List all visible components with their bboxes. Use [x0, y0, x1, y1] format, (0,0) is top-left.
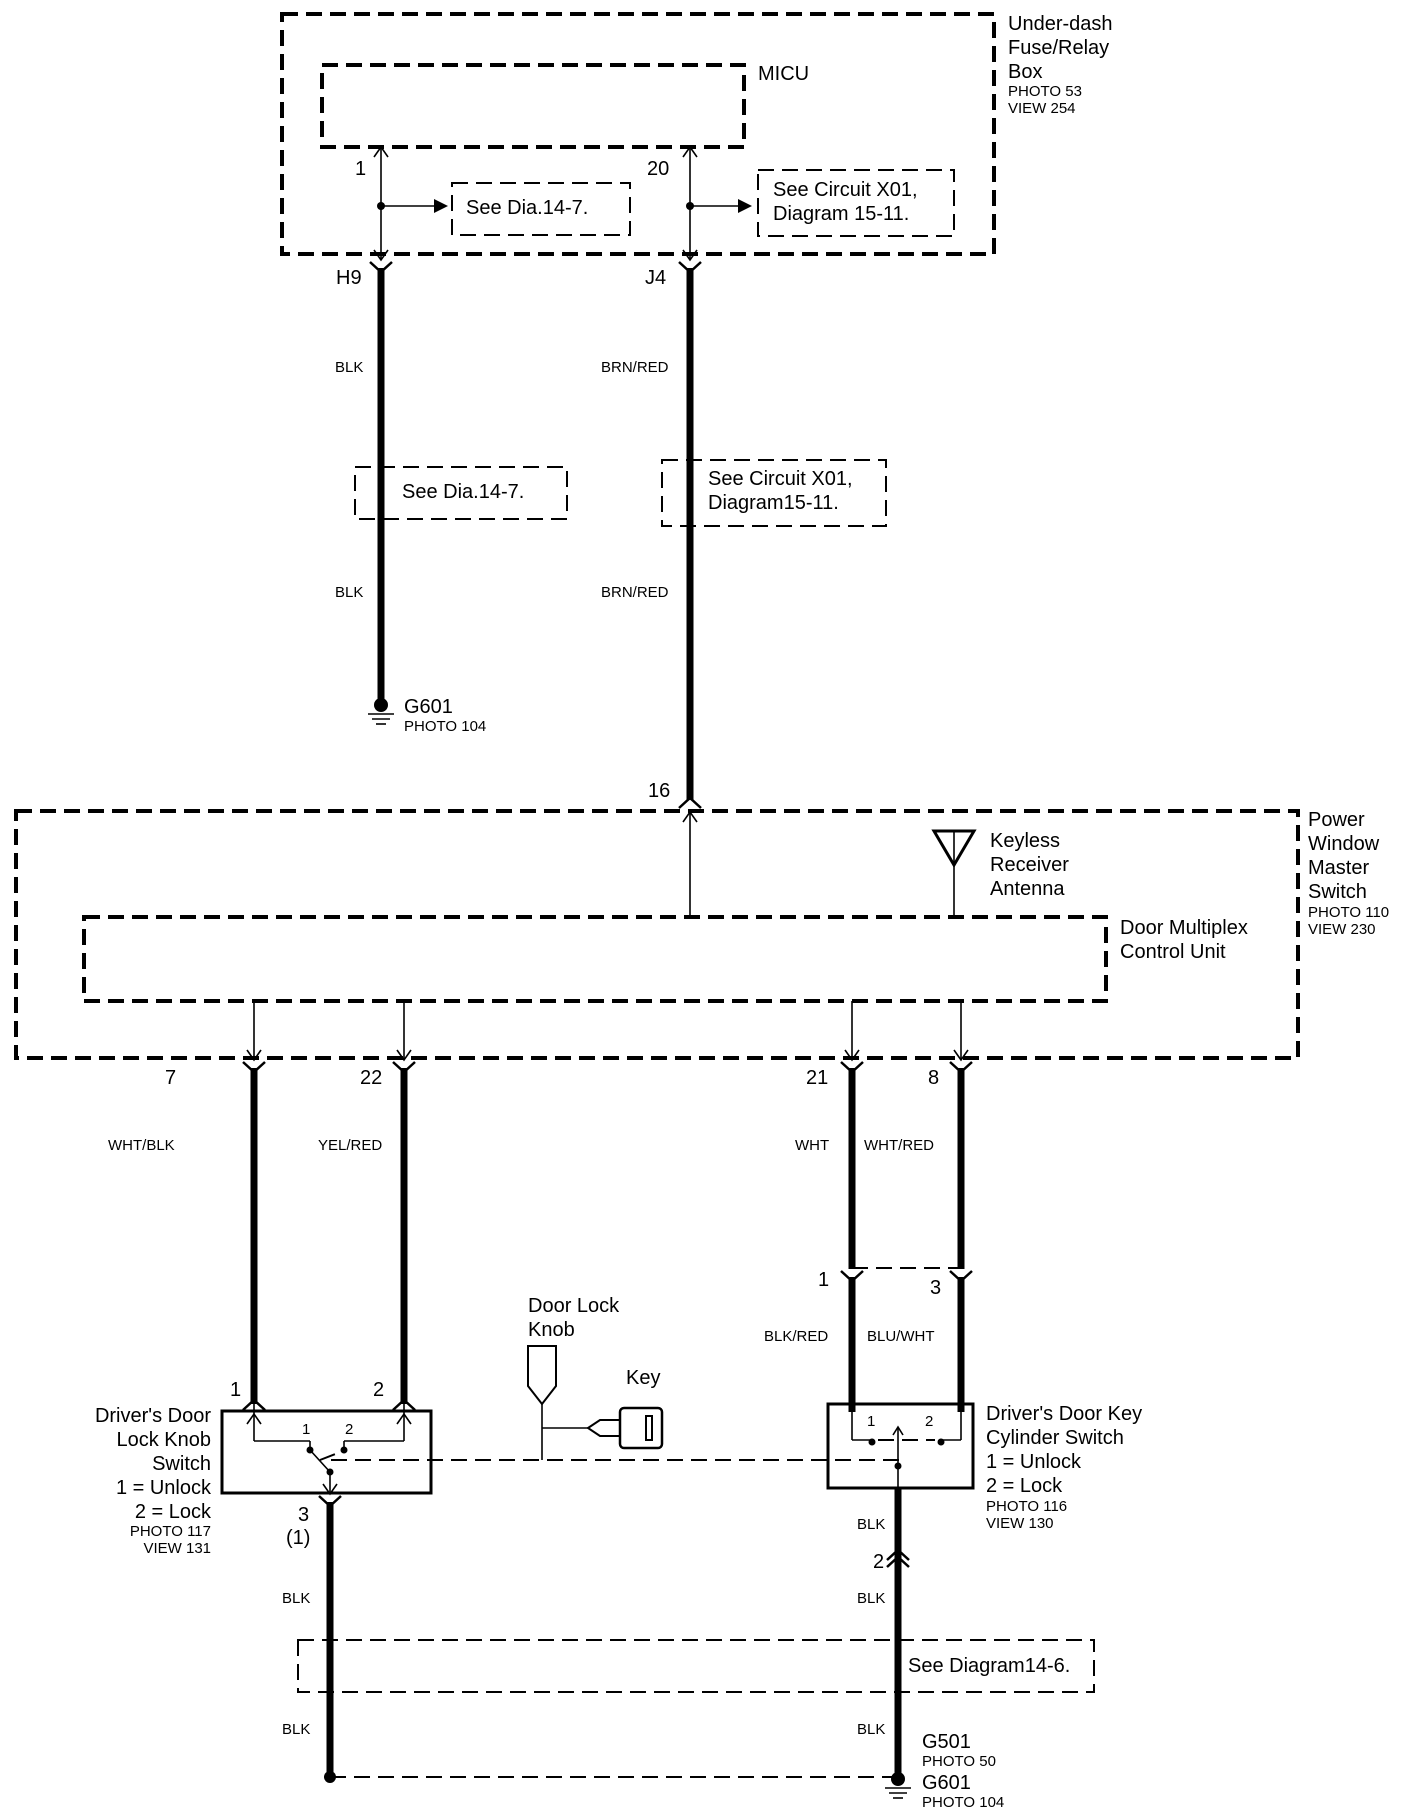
- ref-micu-right: [757, 169, 955, 237]
- key-switch-view: VIEW 130: [986, 1515, 1054, 1532]
- wire-color-blk-key-switch: BLK: [857, 1516, 885, 1533]
- knob-switch-label-4: 1 = Unlock: [116, 1477, 212, 1499]
- pin-key-3: 3: [930, 1277, 941, 1299]
- knob-switch-label-2: Lock Knob: [116, 1429, 211, 1451]
- pwms-photo: PHOTO 110: [1308, 904, 1389, 921]
- ref-bottom: [297, 1639, 1095, 1693]
- conn-h9: H9: [336, 267, 362, 289]
- under-dash-label-2: Fuse/Relay: [1008, 37, 1109, 59]
- wire-color-blk-right-1: BLK: [857, 1590, 885, 1607]
- key-switch-label-1: Driver's Door Key: [986, 1403, 1142, 1425]
- key-switch-photo: PHOTO 116: [986, 1498, 1067, 1515]
- wire-color-brnred-lower: BRN/RED: [601, 584, 669, 601]
- knob-inner-1: 1: [302, 1421, 310, 1438]
- ref-mid-left-text: See Dia.14-7.: [402, 481, 524, 503]
- pin-key-1: 1: [818, 1269, 829, 1291]
- wire-color-whtblk: WHT/BLK: [108, 1137, 175, 1154]
- wire-color-blk-left-2: BLK: [282, 1721, 310, 1738]
- pin-pwms-7: 7: [165, 1067, 176, 1089]
- ref-mid-left: [354, 466, 568, 520]
- pin-key-2-bottom: 2: [873, 1551, 884, 1573]
- micu-box: [320, 63, 746, 149]
- power-window-master-switch: [14, 809, 1300, 1060]
- key-switch-label-3: 1 = Unlock: [986, 1451, 1082, 1473]
- keyless-label-3: Antenna: [990, 878, 1065, 900]
- pwms-label-2: Window: [1308, 833, 1380, 855]
- ground-g601-bottom-photo: PHOTO 104: [922, 1794, 1004, 1811]
- ref-bottom-text: See Diagram14-6.: [908, 1655, 1070, 1677]
- key-label: Key: [626, 1367, 660, 1389]
- wire-color-wht: WHT: [795, 1137, 829, 1154]
- pwms-view: VIEW 230: [1308, 921, 1376, 938]
- under-dash-view: VIEW 254: [1008, 100, 1076, 117]
- wire-color-brnred-upper: BRN/RED: [601, 359, 669, 376]
- ref-micu-right-text-2: Diagram 15-11.: [773, 203, 909, 225]
- door-lock-knob-label-2: Knob: [528, 1319, 575, 1341]
- pin-knob-1: 1: [230, 1379, 241, 1401]
- knob-inner-2: 2: [345, 1421, 353, 1438]
- knob-switch-label-1: Driver's Door: [95, 1405, 211, 1427]
- ground-g501-photo: PHOTO 50: [922, 1753, 996, 1770]
- pin-micu-1: 1: [355, 158, 366, 180]
- wire-color-whtred: WHT/RED: [864, 1137, 934, 1154]
- pin-pwms-16: 16: [648, 780, 670, 802]
- pin-pwms-8: 8: [928, 1067, 939, 1089]
- wire-color-blk-left-1: BLK: [282, 1590, 310, 1607]
- key-icon: [618, 1406, 664, 1450]
- driver-door-key-cylinder-switch: [826, 1402, 975, 1490]
- key-switch-label-2: Cylinder Switch: [986, 1427, 1124, 1449]
- ref-mid-right-text-2: Diagram15-11.: [708, 492, 839, 514]
- ground-g601-top-photo: PHOTO 104: [404, 718, 486, 735]
- dmcu-label-2: Control Unit: [1120, 941, 1226, 963]
- knob-switch-label-5: 2 = Lock: [135, 1501, 212, 1523]
- pin-pwms-22: 22: [360, 1067, 382, 1089]
- under-dash-label-1: Under-dash: [1008, 13, 1113, 35]
- knob-switch-photo: PHOTO 117: [130, 1523, 211, 1540]
- wire-color-blk-lower: BLK: [335, 584, 363, 601]
- micu-label: MICU: [758, 63, 809, 85]
- pin-knob-3-alt: (1): [286, 1527, 310, 1549]
- ref-mid-right-text-1: See Circuit X01,: [708, 468, 853, 490]
- wire-color-yelred: YEL/RED: [318, 1137, 382, 1154]
- under-dash-label-3: Box: [1008, 61, 1042, 83]
- ground-g501: G501: [922, 1731, 971, 1753]
- key-inner-1: 1: [867, 1413, 875, 1430]
- key-inner-2: 2: [925, 1413, 933, 1430]
- dmcu-label-1: Door Multiplex: [1120, 917, 1248, 939]
- conn-j4: J4: [645, 267, 666, 289]
- pwms-label-3: Master: [1308, 857, 1369, 879]
- pin-knob-3: 3: [298, 1504, 309, 1526]
- driver-door-lock-knob-switch: [220, 1409, 433, 1495]
- pin-pwms-21: 21: [806, 1067, 828, 1089]
- pwms-label-4: Switch: [1308, 881, 1367, 903]
- dmcu-outputs: [246, 1001, 969, 1062]
- pwms-label-1: Power: [1308, 809, 1365, 831]
- wire-color-blk-upper: BLK: [335, 359, 363, 376]
- wire-color-blk-right-2: BLK: [857, 1721, 885, 1738]
- keyless-label-2: Receiver: [990, 854, 1069, 876]
- knob-switch-label-3: Switch: [152, 1453, 211, 1475]
- door-lock-knob-label-1: Door Lock: [528, 1295, 620, 1317]
- key-blade-icon: [586, 1419, 621, 1437]
- wire-color-bluwht: BLU/WHT: [867, 1328, 935, 1345]
- door-lock-knob-icon: [527, 1345, 557, 1406]
- wire-color-blkred: BLK/RED: [764, 1328, 828, 1345]
- ground-g601-top: G601: [404, 696, 453, 718]
- ref-micu-right-text-1: See Circuit X01,: [773, 179, 918, 201]
- ref-mid-right: [661, 459, 887, 527]
- keyless-label-1: Keyless: [990, 830, 1060, 852]
- knob-switch-view: VIEW 131: [143, 1540, 211, 1557]
- under-dash-photo: PHOTO 53: [1008, 83, 1082, 100]
- key-switch-label-4: 2 = Lock: [986, 1475, 1063, 1497]
- door-multiplex-control-unit: [82, 915, 1108, 1003]
- ref-micu-left: [451, 182, 631, 236]
- pin-micu-20: 20: [647, 158, 669, 180]
- ground-g601-bottom: G601: [922, 1772, 971, 1794]
- under-dash-fuse-relay-box: [280, 12, 996, 256]
- pin-knob-2: 2: [373, 1379, 384, 1401]
- ref-micu-left-text: See Dia.14-7.: [466, 197, 588, 219]
